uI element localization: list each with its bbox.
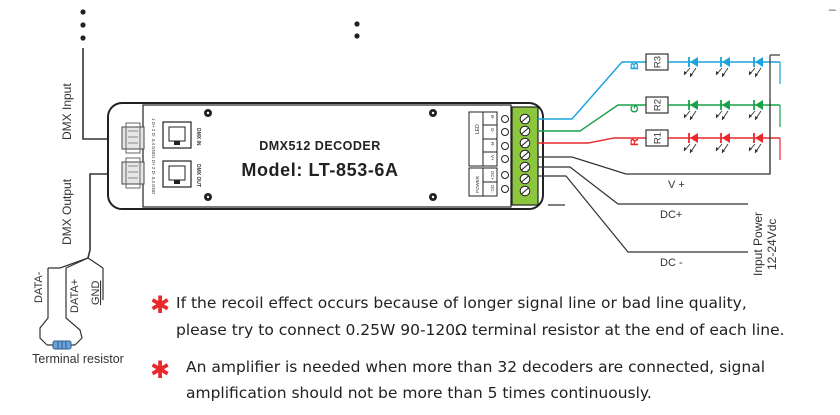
input-voltage-label: 12-24Vdc xyxy=(765,219,779,270)
note-1-line-1: If the recoil effect occurs because of l… xyxy=(176,294,747,312)
dmx-out-pinout: 1 D+ 2 D- 3,4 GND xyxy=(151,156,156,195)
terminal-holes xyxy=(501,115,509,193)
resistor-label: R2 xyxy=(653,99,664,111)
dmx-in-port-label: DMX IN xyxy=(195,128,201,146)
terminal-mark: DC- xyxy=(490,185,495,193)
led-icon xyxy=(722,100,730,110)
led-icon xyxy=(690,57,698,67)
note-1-star-icon: ✱ xyxy=(150,292,171,319)
note-2-line-1: An amplifier is needed when more than 32… xyxy=(186,358,766,376)
v-plus-label: V + xyxy=(668,179,685,191)
note-2-star-icon: ✱ xyxy=(150,357,171,384)
terminal-mark: B- xyxy=(490,115,495,120)
continuation-dots-center xyxy=(354,21,360,39)
power-legend-label: POWER xyxy=(475,175,480,193)
led-legend-label: LED xyxy=(475,124,481,134)
channel-letter: B xyxy=(629,62,641,70)
terminal-mark: DC+ xyxy=(490,171,495,180)
data-plus-label: DATA+ xyxy=(69,279,81,313)
led-icon xyxy=(755,133,763,143)
input-power-label: Input Power xyxy=(751,212,765,276)
led-icon xyxy=(722,133,730,143)
gnd-label: GND xyxy=(90,281,102,306)
dmx-in-port xyxy=(162,121,192,149)
channel-wire xyxy=(538,61,646,120)
led-icon xyxy=(722,57,730,67)
resistor-label: R1 xyxy=(653,132,664,144)
led-icon xyxy=(755,100,763,110)
led-icon xyxy=(755,57,763,67)
channel-letter: G xyxy=(629,104,641,113)
continuation-dots-left xyxy=(80,9,86,41)
dmx-in-pinout: 1 D+ 2 D- 3,4 GND xyxy=(151,118,156,157)
terminal-mark: G- xyxy=(490,128,495,134)
led-terminal-legend xyxy=(468,111,498,167)
rj45-cable-out xyxy=(121,157,145,189)
dmx-out-port-label: DMX OUT xyxy=(195,164,201,187)
led-wiring: B G R xyxy=(538,61,646,146)
note-1-line-2: please try to connect 0.25W 90-120Ω term… xyxy=(176,321,785,339)
led-icon xyxy=(690,100,698,110)
terminal-mark: R- xyxy=(490,142,495,147)
dc-minus-label: DC - xyxy=(660,257,683,269)
rj45-cable-in xyxy=(121,122,145,154)
channel-letter: R xyxy=(629,138,641,146)
terminal-resistor xyxy=(52,340,72,350)
data-minus-label: DATA- xyxy=(33,271,45,303)
channel-wire xyxy=(538,137,646,144)
power-wiring xyxy=(538,99,771,253)
resistor-label: R3 xyxy=(653,56,664,68)
terminal-mark: V+ xyxy=(490,155,495,161)
dmx-input-label: DMX Input xyxy=(60,83,74,140)
device-model: Model: LT-853-6A xyxy=(241,160,398,180)
note-2-line-2: amplification should not be more than 5 … xyxy=(186,384,652,402)
decoder-body: 1 D+ 2 D- 3,4 GND 1 D+ 2 D- 3,4 GND DMX … xyxy=(107,102,544,210)
device-name: DMX512 DECODER xyxy=(259,139,381,153)
led-icon xyxy=(690,133,698,143)
terminal-block xyxy=(511,106,539,206)
power-terminal-legend xyxy=(468,167,498,197)
terminal-marks: B- G- R- V+ DC+ DC- xyxy=(490,115,495,193)
corner-dash: _ xyxy=(828,0,836,11)
dmx-out-port xyxy=(162,160,192,188)
dc-plus-label: DC+ xyxy=(660,209,682,221)
terminal-resistor-label: Terminal resistor xyxy=(32,352,124,366)
dmx-output-label: DMX Output xyxy=(60,178,74,245)
channel-wire xyxy=(538,104,646,132)
